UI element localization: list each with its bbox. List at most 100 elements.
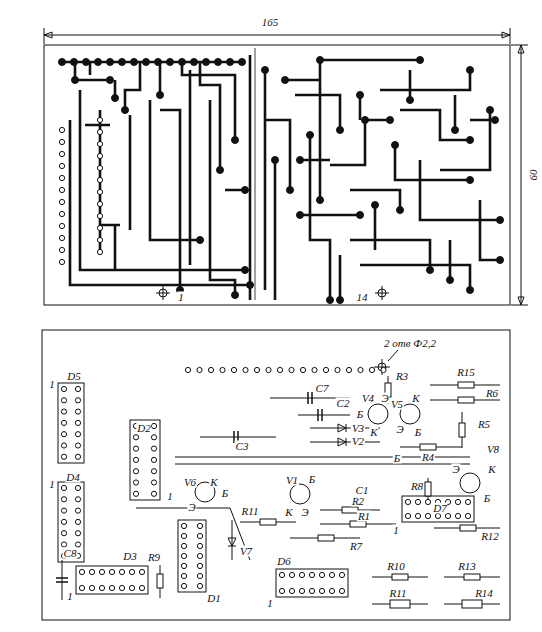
part-label: Б	[221, 488, 230, 499]
solder-pad	[61, 519, 66, 524]
part-label: 1	[177, 292, 185, 303]
solder-pad	[282, 77, 289, 84]
part-label: Э	[451, 464, 460, 475]
part-label: 2 отв Ф2,2	[383, 338, 437, 349]
solder-pad	[452, 127, 459, 134]
solder-pad	[242, 187, 249, 194]
solder-pad	[191, 59, 198, 66]
solder-pad	[357, 212, 364, 219]
dimension-line	[511, 45, 528, 305]
part-label: К	[284, 507, 293, 518]
solder-pad	[279, 588, 284, 593]
part-label: Э	[395, 424, 404, 435]
solder-pad	[487, 107, 494, 114]
solder-pad	[61, 542, 66, 547]
solder-pad	[397, 207, 404, 214]
solder-pad	[455, 513, 460, 518]
solder-pad	[197, 563, 202, 568]
solder-pad	[197, 543, 202, 548]
solder-pad	[185, 367, 190, 372]
solder-pad	[61, 409, 66, 414]
solder-pad	[467, 137, 474, 144]
reference-mark	[156, 286, 170, 300]
solder-pad	[75, 508, 80, 513]
part-label: R2	[351, 496, 365, 507]
part-label: Б	[308, 474, 317, 485]
part-label: D5	[66, 371, 81, 382]
solder-pad	[59, 247, 64, 252]
solder-pad	[75, 542, 80, 547]
solder-pad	[167, 59, 174, 66]
solder-pad	[139, 569, 144, 574]
solder-pad	[59, 223, 64, 228]
solder-pad	[277, 367, 282, 372]
solder-pad	[61, 420, 66, 425]
solder-pad	[317, 197, 324, 204]
solder-pad	[357, 92, 364, 99]
solder-pad	[179, 59, 186, 66]
solder-pad	[181, 573, 186, 578]
solder-pad	[181, 583, 186, 588]
solder-pad	[59, 187, 64, 192]
solder-pad	[61, 386, 66, 391]
solder-pad	[346, 367, 351, 372]
solder-pad	[299, 588, 304, 593]
part-label: Б	[356, 409, 365, 420]
solder-pad	[197, 553, 202, 558]
solder-pad	[289, 367, 294, 372]
solder-pad	[181, 533, 186, 538]
solder-pad	[59, 175, 64, 180]
solder-pad	[181, 523, 186, 528]
part-label: R11	[241, 506, 260, 517]
part-label: D6	[276, 556, 291, 567]
solder-pad	[61, 454, 66, 459]
part-label: V4	[361, 393, 375, 404]
part-label: R12	[480, 531, 500, 542]
part-label: R14	[474, 588, 494, 599]
solder-pad	[309, 572, 314, 577]
solder-pad	[75, 454, 80, 459]
solder-pad	[447, 277, 454, 284]
solder-pad	[151, 457, 156, 462]
solder-pad	[95, 59, 102, 66]
part-label: C1	[355, 485, 370, 496]
part-label: К	[369, 427, 378, 438]
part-label: Э	[380, 393, 389, 404]
solder-pad	[107, 77, 114, 84]
part-label: 1	[392, 525, 400, 536]
solder-pad	[362, 117, 369, 124]
solder-pad	[387, 117, 394, 124]
solder-pad	[323, 367, 328, 372]
solder-pad	[232, 292, 239, 299]
solder-pad	[97, 201, 102, 206]
solder-pad	[97, 141, 102, 146]
solder-pad	[381, 367, 386, 372]
solder-pad	[299, 572, 304, 577]
part-label: 1	[166, 491, 174, 502]
part-label: V6	[183, 477, 197, 488]
solder-pad	[59, 127, 64, 132]
part-label: R4	[421, 452, 435, 463]
copper-traces	[62, 55, 500, 300]
solder-pad	[467, 287, 474, 294]
solder-pad	[197, 237, 204, 244]
solder-pad	[97, 213, 102, 218]
part-label: R3	[395, 371, 409, 382]
ic-packages	[58, 383, 474, 597]
solder-pad	[75, 409, 80, 414]
part-label: D4	[65, 472, 80, 483]
solder-pad	[197, 367, 202, 372]
solder-pad	[139, 585, 144, 590]
solder-pad	[407, 97, 414, 104]
solder-pad	[337, 297, 344, 304]
solder-pad	[319, 572, 324, 577]
solder-pad	[61, 485, 66, 490]
solder-pad	[75, 531, 80, 536]
solder-pad	[131, 59, 138, 66]
solder-pad	[243, 367, 248, 372]
solder-pad	[109, 585, 114, 590]
solder-pad	[75, 420, 80, 425]
part-label: Э	[300, 507, 309, 518]
